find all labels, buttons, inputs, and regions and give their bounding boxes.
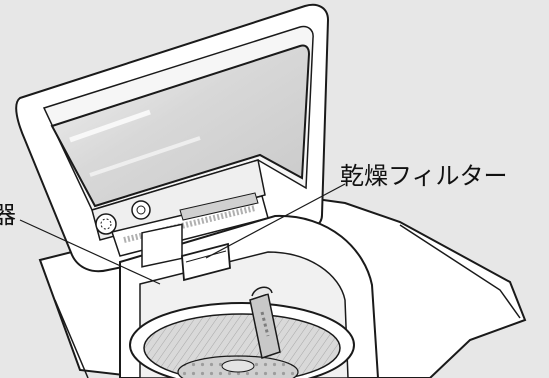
dryer-filter-leader bbox=[205, 183, 346, 259]
dryer-filter bbox=[181, 242, 231, 282]
lint-filter-box bbox=[141, 223, 183, 268]
dryer-filter-label: 乾燥フィルター bbox=[340, 162, 508, 190]
left-partial-label: 器 bbox=[0, 201, 16, 229]
leader-lines bbox=[19, 183, 346, 285]
left-label-leader bbox=[19, 219, 161, 285]
drum bbox=[129, 286, 355, 378]
